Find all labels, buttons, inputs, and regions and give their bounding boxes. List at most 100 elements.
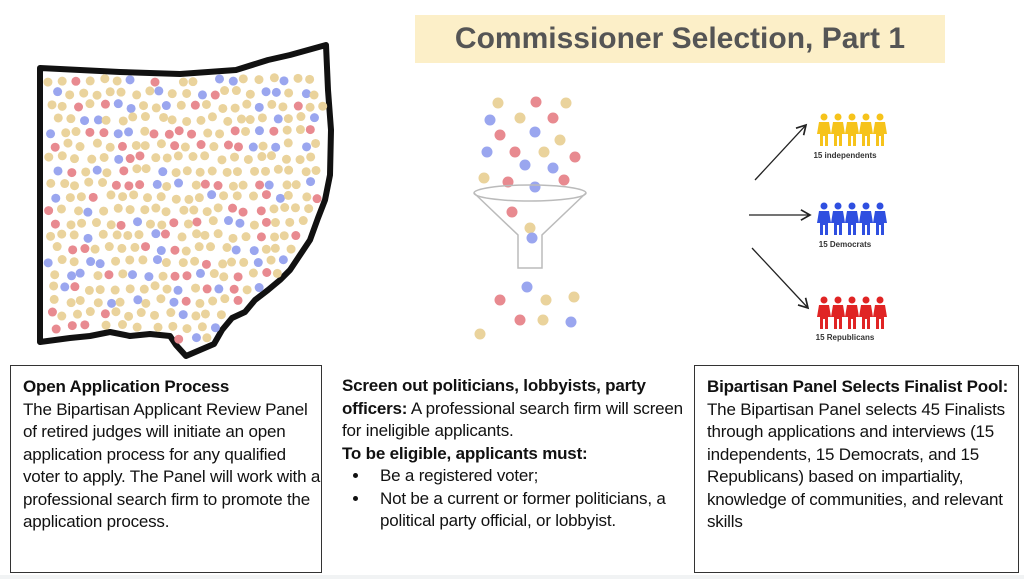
applicant-dot <box>282 180 292 190</box>
applicant-dot <box>85 99 95 109</box>
applicant-dot <box>266 255 276 265</box>
applicant-dot <box>273 114 283 124</box>
applicant-dot <box>284 165 294 175</box>
applicant-dot <box>105 142 115 152</box>
applicant-dot <box>136 308 146 318</box>
applicant-dot <box>68 245 78 255</box>
applicant-dot <box>98 229 108 239</box>
applicant-dot <box>150 310 160 320</box>
applicant-dot <box>494 294 506 306</box>
applicant-dot <box>116 87 126 97</box>
applicant-dot <box>264 180 274 190</box>
applicant-dot <box>63 138 73 148</box>
applicant-dot <box>139 284 149 294</box>
applicant-dot <box>176 100 186 110</box>
applicant-dot <box>111 307 121 317</box>
applicant-dot <box>154 86 164 96</box>
applicant-dot <box>275 193 285 203</box>
applicant-dot <box>100 99 110 109</box>
applicant-dot <box>125 255 135 265</box>
applicant-dot <box>135 151 145 161</box>
applicant-dot <box>118 192 128 202</box>
applicant-dot <box>164 129 174 139</box>
applicant-dot <box>169 218 179 228</box>
applicant-dot <box>241 126 251 136</box>
applicant-dot <box>44 206 54 216</box>
applicant-dot <box>484 114 496 126</box>
applicant-dot <box>57 151 67 161</box>
applicant-dot <box>173 285 183 295</box>
applicant-dot <box>157 220 167 230</box>
applicant-dot <box>529 181 541 193</box>
applicant-dot <box>161 207 171 217</box>
applicant-dot <box>57 76 67 86</box>
applicant-dot <box>60 179 70 189</box>
applicant-dot <box>46 129 56 139</box>
applicant-dot <box>132 322 142 332</box>
applicant-dot <box>238 74 248 84</box>
applicant-dot <box>311 138 321 148</box>
applicant-dot <box>95 285 105 295</box>
applicant-dot <box>90 244 100 254</box>
applicant-dot <box>200 230 210 240</box>
applicant-dot <box>256 232 266 242</box>
applicant-dot <box>53 87 63 97</box>
applicant-dot <box>210 323 220 333</box>
applicant-dot <box>182 88 192 98</box>
applicant-dot <box>125 75 135 85</box>
people-democrats-icon <box>817 202 887 235</box>
applicant-dot <box>66 298 76 308</box>
applicant-dot <box>85 127 95 137</box>
arrows <box>749 123 812 310</box>
applicant-dot <box>116 220 126 230</box>
applicant-dot <box>241 232 251 242</box>
applicant-dot <box>43 77 53 87</box>
applicant-dot <box>283 114 293 124</box>
applicant-dot <box>67 321 77 331</box>
applicant-dot <box>170 245 180 255</box>
applicant-dot <box>285 217 295 227</box>
applicant-dot <box>111 180 121 190</box>
applicant-dot <box>282 125 292 135</box>
applicant-dot <box>92 138 102 148</box>
applicant-dot <box>298 216 308 226</box>
applicant-dot <box>191 180 201 190</box>
applicant-dot <box>223 116 233 126</box>
applicant-dot <box>114 154 124 164</box>
applicant-dot <box>92 165 102 175</box>
applicant-dot <box>66 114 76 124</box>
applicant-dot <box>269 73 279 83</box>
applicant-dot <box>202 333 212 343</box>
applicant-dot <box>156 192 166 202</box>
applicant-dot <box>270 232 280 242</box>
applicant-dot <box>209 269 219 279</box>
applicant-dot <box>537 314 549 326</box>
applicant-dot <box>309 90 319 100</box>
applicant-dot <box>538 146 550 158</box>
applicant-dot <box>77 218 87 228</box>
applicant-dot <box>295 155 305 165</box>
arrow-up <box>754 123 808 181</box>
applicant-dot <box>141 164 151 174</box>
applicant-dot <box>239 257 249 267</box>
applicant-dot <box>190 100 200 110</box>
applicant-dot <box>214 284 224 294</box>
applicant-dot <box>189 205 199 215</box>
applicant-dot <box>568 291 580 303</box>
applicant-dot <box>145 86 155 96</box>
applicant-dot <box>200 151 210 161</box>
applicant-dot <box>104 270 114 280</box>
applicant-dot <box>254 75 264 85</box>
applicant-dot <box>261 217 271 227</box>
applicant-dot <box>98 177 108 187</box>
box-heading: Open Application Process <box>23 377 230 396</box>
applicant-dot <box>125 205 135 215</box>
applicant-dot <box>156 246 166 256</box>
applicant-dot <box>220 294 230 304</box>
applicant-dot <box>162 153 172 163</box>
applicant-dot <box>233 295 243 305</box>
applicant-dot <box>93 271 103 281</box>
applicant-dot <box>181 246 191 256</box>
